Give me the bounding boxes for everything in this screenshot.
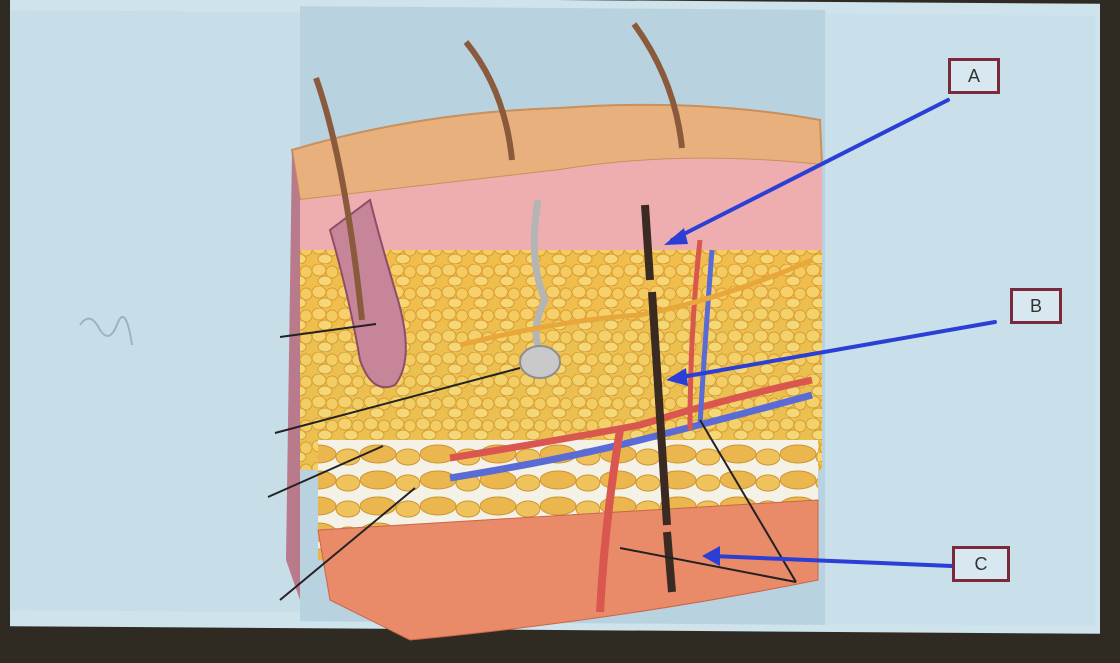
scribble-mark-icon (80, 317, 132, 345)
callout-b-label: B (1030, 296, 1042, 317)
sweat-gland-coil (520, 346, 560, 378)
callout-a: A (948, 58, 1000, 94)
callout-c-label: C (975, 554, 988, 575)
side-face (286, 150, 300, 600)
callout-b: B (1010, 288, 1062, 324)
hypodermis-thickness-bar (667, 532, 672, 592)
callout-c: C (952, 546, 1010, 582)
epidermis-thickness-bar (645, 205, 650, 280)
callout-a-label: A (968, 66, 980, 87)
